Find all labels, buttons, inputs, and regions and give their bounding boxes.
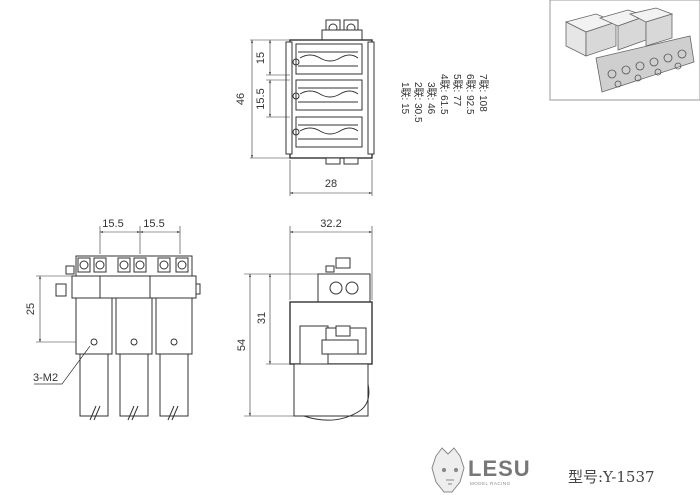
front-hole-label: 3-M2 — [33, 372, 58, 384]
size-row-5: 5联: 77 — [451, 74, 463, 107]
side-dim-width: 32.2 — [320, 218, 341, 230]
top-dim-width: 28 — [325, 178, 337, 190]
front-body-top — [71, 275, 197, 299]
front-valve-1 — [75, 297, 113, 355]
top-dim-module-height: 15 — [255, 52, 267, 64]
front-dim-pitch-right: 15.5 — [143, 218, 164, 230]
front-connectors — [55, 255, 201, 297]
valve-module-2 — [295, 79, 363, 111]
size-row-3: 3联: 46 — [425, 82, 437, 115]
isometric-preview — [549, 0, 700, 101]
model-number: 型号:Y-1537 — [568, 468, 655, 486]
lion-logo — [431, 447, 465, 493]
brand-subtitle: MODEL RACING — [470, 481, 511, 486]
size-row-1: 1联: 15 — [399, 82, 411, 115]
side-lower-body — [293, 363, 369, 417]
brand-name: LESU — [468, 456, 531, 481]
top-dim-total-height: 46 — [235, 93, 247, 105]
side-dim-total-height: 54 — [236, 339, 248, 351]
front-valve-3 — [155, 297, 193, 355]
side-view — [244, 226, 373, 421]
size-table: 1联: 15 2联: 30.5 3联: 46 4联: 61.5 5联: 77 6… — [399, 74, 489, 123]
size-row-7: 7联: 108 — [477, 74, 489, 112]
top-dim-pitch: 15.5 — [255, 88, 267, 109]
side-connector — [317, 257, 371, 303]
size-row-2: 2联: 30.5 — [412, 82, 424, 123]
size-row-6: 6联: 92.5 — [464, 74, 476, 115]
top-connector-pins — [321, 19, 363, 41]
side-dim-upper-height: 31 — [256, 312, 268, 324]
front-dim-height: 25 — [25, 303, 37, 315]
top-view — [250, 19, 375, 196]
front-view — [34, 226, 201, 421]
valve-module-1 — [295, 43, 363, 75]
front-valve-2 — [115, 297, 153, 355]
front-dim-pitch-left: 15.5 — [102, 218, 123, 230]
valve-module-3 — [295, 116, 363, 148]
size-row-4: 4联: 61.5 — [438, 74, 450, 115]
